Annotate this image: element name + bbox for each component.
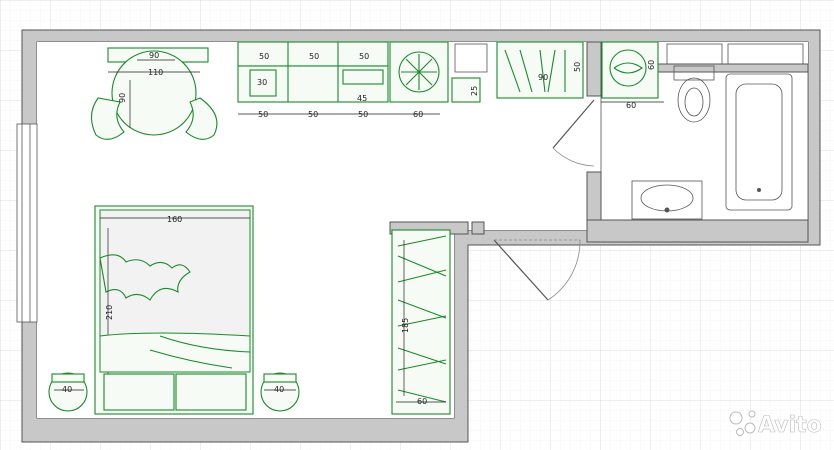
dim-table-depth: 90 xyxy=(118,93,127,103)
dim-closet-depth: 60 xyxy=(417,397,427,406)
dim-below-4: 60 xyxy=(413,110,423,119)
dim-sink-small: 30 xyxy=(257,78,267,87)
dim-below-2: 50 xyxy=(308,110,318,119)
dim-hall-60: 60 xyxy=(626,101,636,110)
bathroom-door xyxy=(552,99,595,167)
dim-nightstand-right: 40 xyxy=(274,385,284,394)
dim-cab-2: 50 xyxy=(309,52,319,61)
washing-machine: 60 xyxy=(601,41,659,99)
dim-closet-length: 185 xyxy=(401,318,410,333)
small-unit: 25 xyxy=(451,77,481,103)
bathroom-walls xyxy=(586,41,809,243)
closet: 185 60 xyxy=(391,229,451,415)
window-left xyxy=(16,123,38,323)
corridor-wall-right xyxy=(471,221,485,235)
dim-below-3: 50 xyxy=(358,110,368,119)
dim-below-1: 50 xyxy=(258,110,268,119)
dim-wardrobe-width: 90 xyxy=(538,73,548,82)
dim-table-width: 110 xyxy=(148,68,163,77)
toilet xyxy=(673,65,715,123)
dim-wardrobe-depth: 50 xyxy=(573,62,582,72)
hall-dimension: 60 xyxy=(601,101,664,110)
nightstand-right: 40 xyxy=(260,372,300,412)
bathroom-sink xyxy=(631,180,703,220)
kitchen-counter: 50 50 50 30 45 xyxy=(237,41,389,103)
bathtub xyxy=(725,73,793,211)
dim-nightstand-left: 40 xyxy=(62,385,72,394)
dim-small-unit: 25 xyxy=(470,86,479,96)
dim-bed-width: 160 xyxy=(167,215,182,224)
avito-watermark: Avito xyxy=(729,410,822,438)
dim-table-top: 90 xyxy=(149,51,159,60)
dim-bed-length: 210 xyxy=(105,305,114,320)
dim-cab-3: 50 xyxy=(359,52,369,61)
nightstand-left: 40 xyxy=(48,372,88,412)
entrance-door xyxy=(493,239,581,301)
counter-dimensions: 50 50 50 60 xyxy=(238,110,440,119)
dim-cab-1: 50 xyxy=(259,52,269,61)
bed: 160 210 xyxy=(94,205,254,415)
fridge xyxy=(389,41,449,103)
dim-washer: 60 xyxy=(647,60,656,70)
dining-table: 90 110 90 xyxy=(90,47,218,140)
dim-stove-depth: 45 xyxy=(357,94,367,103)
watermark-text: Avito xyxy=(758,413,822,438)
hall-wardrobe: 90 50 xyxy=(496,41,584,99)
